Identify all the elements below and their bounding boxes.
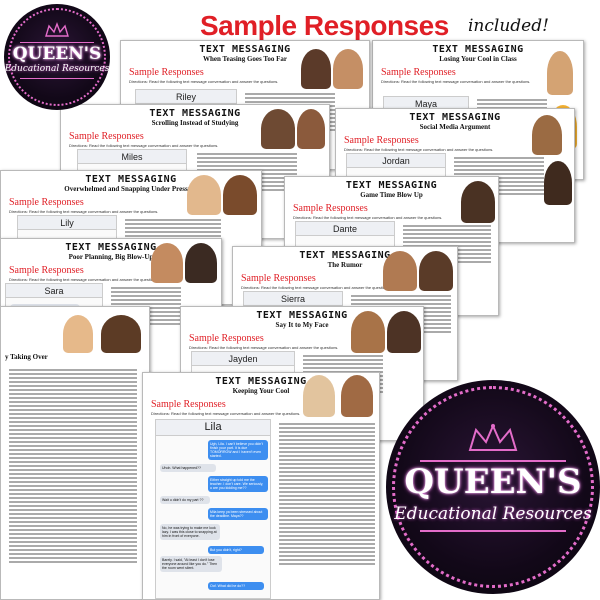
directions-text: Directions: Read the following text mess… — [151, 411, 301, 416]
student-photo — [532, 115, 562, 155]
student-photo — [341, 375, 373, 417]
page-subtitle: Game Time Blow Up — [360, 191, 423, 199]
message-bubble: Oof. What did he do?? — [208, 582, 264, 590]
sample-responses-label: Sample Responses — [129, 67, 204, 78]
message-bubble: Wait u didn't do my part ?? — [160, 496, 210, 504]
message-bubble: Ugh, Lila. I can't believe you didn't fi… — [208, 440, 268, 460]
page-title: TEXT MESSAGING — [65, 242, 157, 253]
contact-name: Lila — [204, 421, 222, 433]
logo-title: QUEEN'S — [404, 462, 582, 502]
page-subtitle: Say It to My Face — [275, 321, 329, 329]
page-subtitle: When Teasing Goes Too Far — [202, 55, 288, 63]
header-included: included! — [468, 16, 549, 36]
student-photo — [419, 251, 453, 291]
student-photo — [303, 375, 335, 417]
student-photo — [151, 243, 183, 283]
logo-title: QUEEN'S — [12, 44, 102, 64]
sample-responses-label: Sample Responses — [344, 135, 419, 146]
message-bubble: No, he was trying to make me look lazy. … — [160, 524, 220, 540]
student-photo — [461, 181, 495, 223]
student-photo — [333, 49, 363, 89]
sample-responses-label: Sample Responses — [151, 399, 226, 410]
student-photo — [383, 251, 417, 291]
page-title: TEXT MESSAGING — [432, 44, 524, 55]
student-photo — [544, 161, 572, 205]
phone-mockup: Lila Ugh, Lila. I can't believe you didn… — [155, 419, 271, 599]
message-bubble: Uhoh. What happened?? — [160, 464, 216, 472]
contact-name: Jayden — [228, 354, 258, 364]
directions-text: Directions: Read the following text mess… — [69, 143, 219, 148]
page-title: TEXT MESSAGING — [409, 112, 501, 123]
header-sample-responses: Sample Responses — [200, 10, 449, 41]
contact-name: Jordan — [382, 156, 410, 166]
answer-lines — [9, 369, 137, 565]
message-bubble: But you didn't, right? — [208, 546, 264, 554]
message-bubble: Either straight up told me the teacher. … — [208, 476, 268, 492]
sample-responses-label: Sample Responses — [189, 333, 264, 344]
student-photo — [223, 175, 257, 215]
student-photo — [63, 315, 93, 353]
student-photo — [185, 243, 217, 283]
crown-icon — [45, 22, 69, 37]
page-subtitle: Poor Planning, Big Blow-Up — [68, 253, 154, 261]
student-photo — [187, 175, 221, 215]
message-bubble: Mila keep ya been stressed about the dea… — [208, 508, 268, 520]
contact-name: Miles — [121, 152, 143, 162]
page-title: TEXT MESSAGING — [149, 108, 241, 119]
contact-name: Sara — [44, 286, 64, 296]
directions-text: Directions: Read the following text mess… — [293, 215, 443, 220]
directions-text: Directions: Read the following text mess… — [189, 345, 339, 350]
answer-lines — [454, 157, 544, 197]
directions-text: Directions: Read the following text mess… — [381, 79, 531, 84]
page-title: TEXT MESSAGING — [299, 250, 391, 261]
page-subtitle: The Rumor — [327, 261, 363, 269]
student-photo — [351, 311, 385, 353]
contact-name: Dante — [332, 224, 358, 234]
student-photo — [301, 49, 331, 89]
student-photo — [547, 51, 573, 95]
sample-responses-label: Sample Responses — [69, 131, 144, 142]
page-title: TEXT MESSAGING — [256, 310, 348, 321]
page-title: TEXT MESSAGING — [215, 376, 307, 387]
worksheet-lila: TEXT MESSAGING Keeping Your Cool Sample … — [142, 372, 380, 600]
brand-logo-large: QUEEN'S Educational Resources — [386, 380, 600, 594]
student-photo — [387, 311, 421, 353]
directions-text: Directions: Read the following text mess… — [9, 209, 159, 214]
contact-name: Riley — [175, 92, 196, 102]
logo-subtitle: Educational Resources — [394, 504, 592, 524]
header-banner: Sample Responses included! — [200, 6, 596, 42]
page-subtitle: Keeping Your Cool — [232, 387, 290, 395]
answer-lines — [279, 423, 375, 567]
student-photo — [101, 315, 141, 353]
sample-responses-label: Sample Responses — [9, 265, 84, 276]
directions-text: Directions: Read the following text mess… — [344, 147, 494, 152]
contact-name: Lily — [60, 218, 74, 228]
contact-name: Maya — [414, 99, 437, 109]
sample-responses-label: Sample Responses — [381, 67, 456, 78]
page-subtitle: Social Media Argument — [419, 123, 491, 131]
directions-text: Directions: Read the following text mess… — [9, 277, 159, 282]
page-subtitle: Scrolling Instead of Studying — [151, 119, 239, 127]
page-title: TEXT MESSAGING — [345, 180, 438, 191]
worksheet-left-partial: y Taking Over — [0, 306, 150, 600]
page-subtitle: Losing Your Cool in Class — [439, 55, 517, 63]
sample-responses-label: Sample Responses — [9, 197, 84, 208]
message-bubble: Barely. I said, "At least I don't lose e… — [160, 556, 222, 572]
contact-name: Sierra — [280, 294, 305, 304]
logo-subtitle: Educational Resources — [4, 64, 110, 74]
page-subtitle: y Taking Over — [5, 353, 48, 361]
directions-text: Directions: Read the following text mess… — [241, 285, 391, 290]
sample-responses-label: Sample Responses — [241, 273, 316, 284]
page-subtitle: Overwhelmed and Snapping Under Pressure — [64, 185, 198, 193]
student-photo — [261, 109, 295, 149]
page-title: TEXT MESSAGING — [199, 44, 291, 55]
directions-text: Directions: Read the following text mess… — [129, 79, 279, 84]
brand-logo-small: QUEEN'S Educational Resources — [4, 4, 110, 110]
sample-responses-label: Sample Responses — [293, 203, 368, 214]
student-photo — [297, 109, 325, 149]
page-title: TEXT MESSAGING — [85, 174, 177, 185]
crown-icon — [468, 423, 518, 451]
